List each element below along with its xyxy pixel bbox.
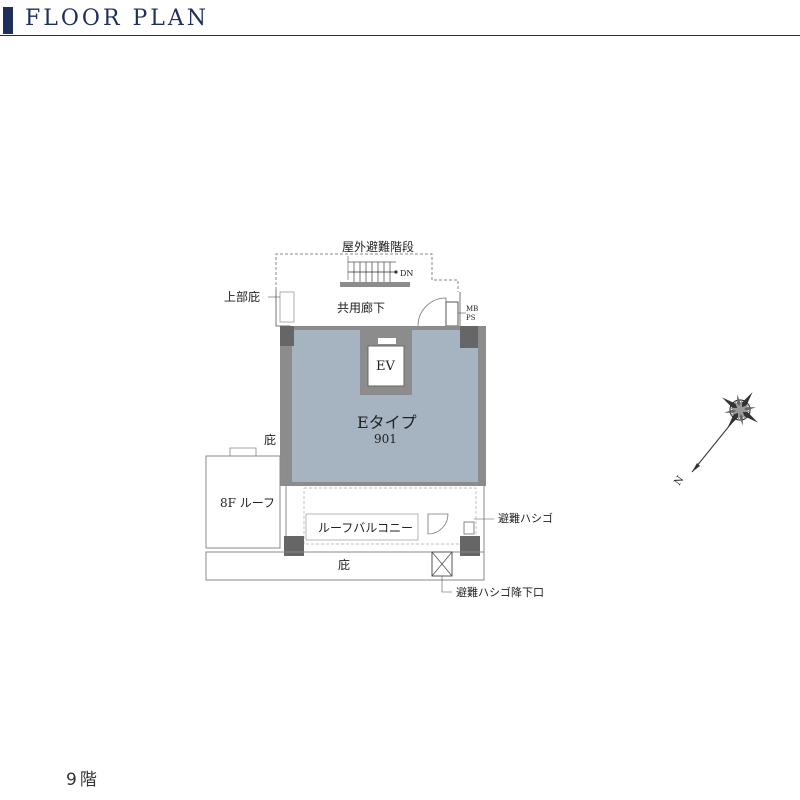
compass-north-label: N (672, 474, 686, 488)
eave-bottom-outline (205, 551, 485, 581)
upper-eave-label: 上部庇 (224, 289, 260, 304)
stair-arrow-dot (394, 270, 398, 274)
escape-hatch-leader (441, 576, 452, 593)
escape-hatch-label: 避難ハシゴ降下口 (456, 585, 544, 599)
stair-landing-wall (340, 282, 410, 287)
mb-label: MB (466, 305, 478, 313)
compass-rose (691, 391, 759, 473)
eave-top-outline (229, 447, 257, 456)
escape-ladder-label: 避難ハシゴ (498, 511, 553, 525)
ps-label: PS (466, 314, 476, 322)
page-header: FLOOR PLAN (0, 0, 800, 40)
common-corridor-label: 共用廊下 (337, 300, 385, 315)
wall-block-se (460, 536, 480, 556)
escape-hatch-x2 (431, 551, 453, 577)
unit-type-label: Eタイプ (357, 413, 417, 432)
outdoor-stairs-label: 屋外避難階段 (342, 239, 414, 254)
corridor-door-swing (417, 297, 447, 327)
floor-label: 9階 (66, 770, 100, 790)
header-accent-bar (3, 7, 13, 34)
upper-eave-box (279, 291, 295, 323)
page-title: FLOOR PLAN (25, 6, 210, 31)
dn-label: DN (400, 269, 413, 278)
unit-number-label: 901 (374, 432, 397, 446)
balcony-inner (303, 487, 477, 545)
escape-ladder-box (463, 521, 475, 535)
mb-ps-box (445, 301, 459, 327)
header-divider (0, 35, 800, 36)
wall-block-sw (284, 536, 304, 556)
roof-8f-outline (205, 455, 281, 549)
balcony-door-swing (427, 513, 449, 535)
eave-top-label: 庇 (264, 432, 276, 447)
balcony-label-box (305, 513, 419, 541)
unit-e-area (292, 330, 478, 482)
ev-shaft (367, 345, 405, 387)
roof-8f-label: 8F ルーフ (220, 496, 275, 510)
ev-label: EV (376, 359, 395, 374)
wall-block-ne (460, 326, 478, 348)
eave-bottom-label: 庇 (338, 557, 350, 572)
roof-balcony-label: ルーフバルコニー (318, 521, 413, 535)
outdoor-stair-outline (275, 253, 459, 292)
wall-block-nw (280, 326, 294, 346)
ev-door-gap (378, 338, 396, 344)
